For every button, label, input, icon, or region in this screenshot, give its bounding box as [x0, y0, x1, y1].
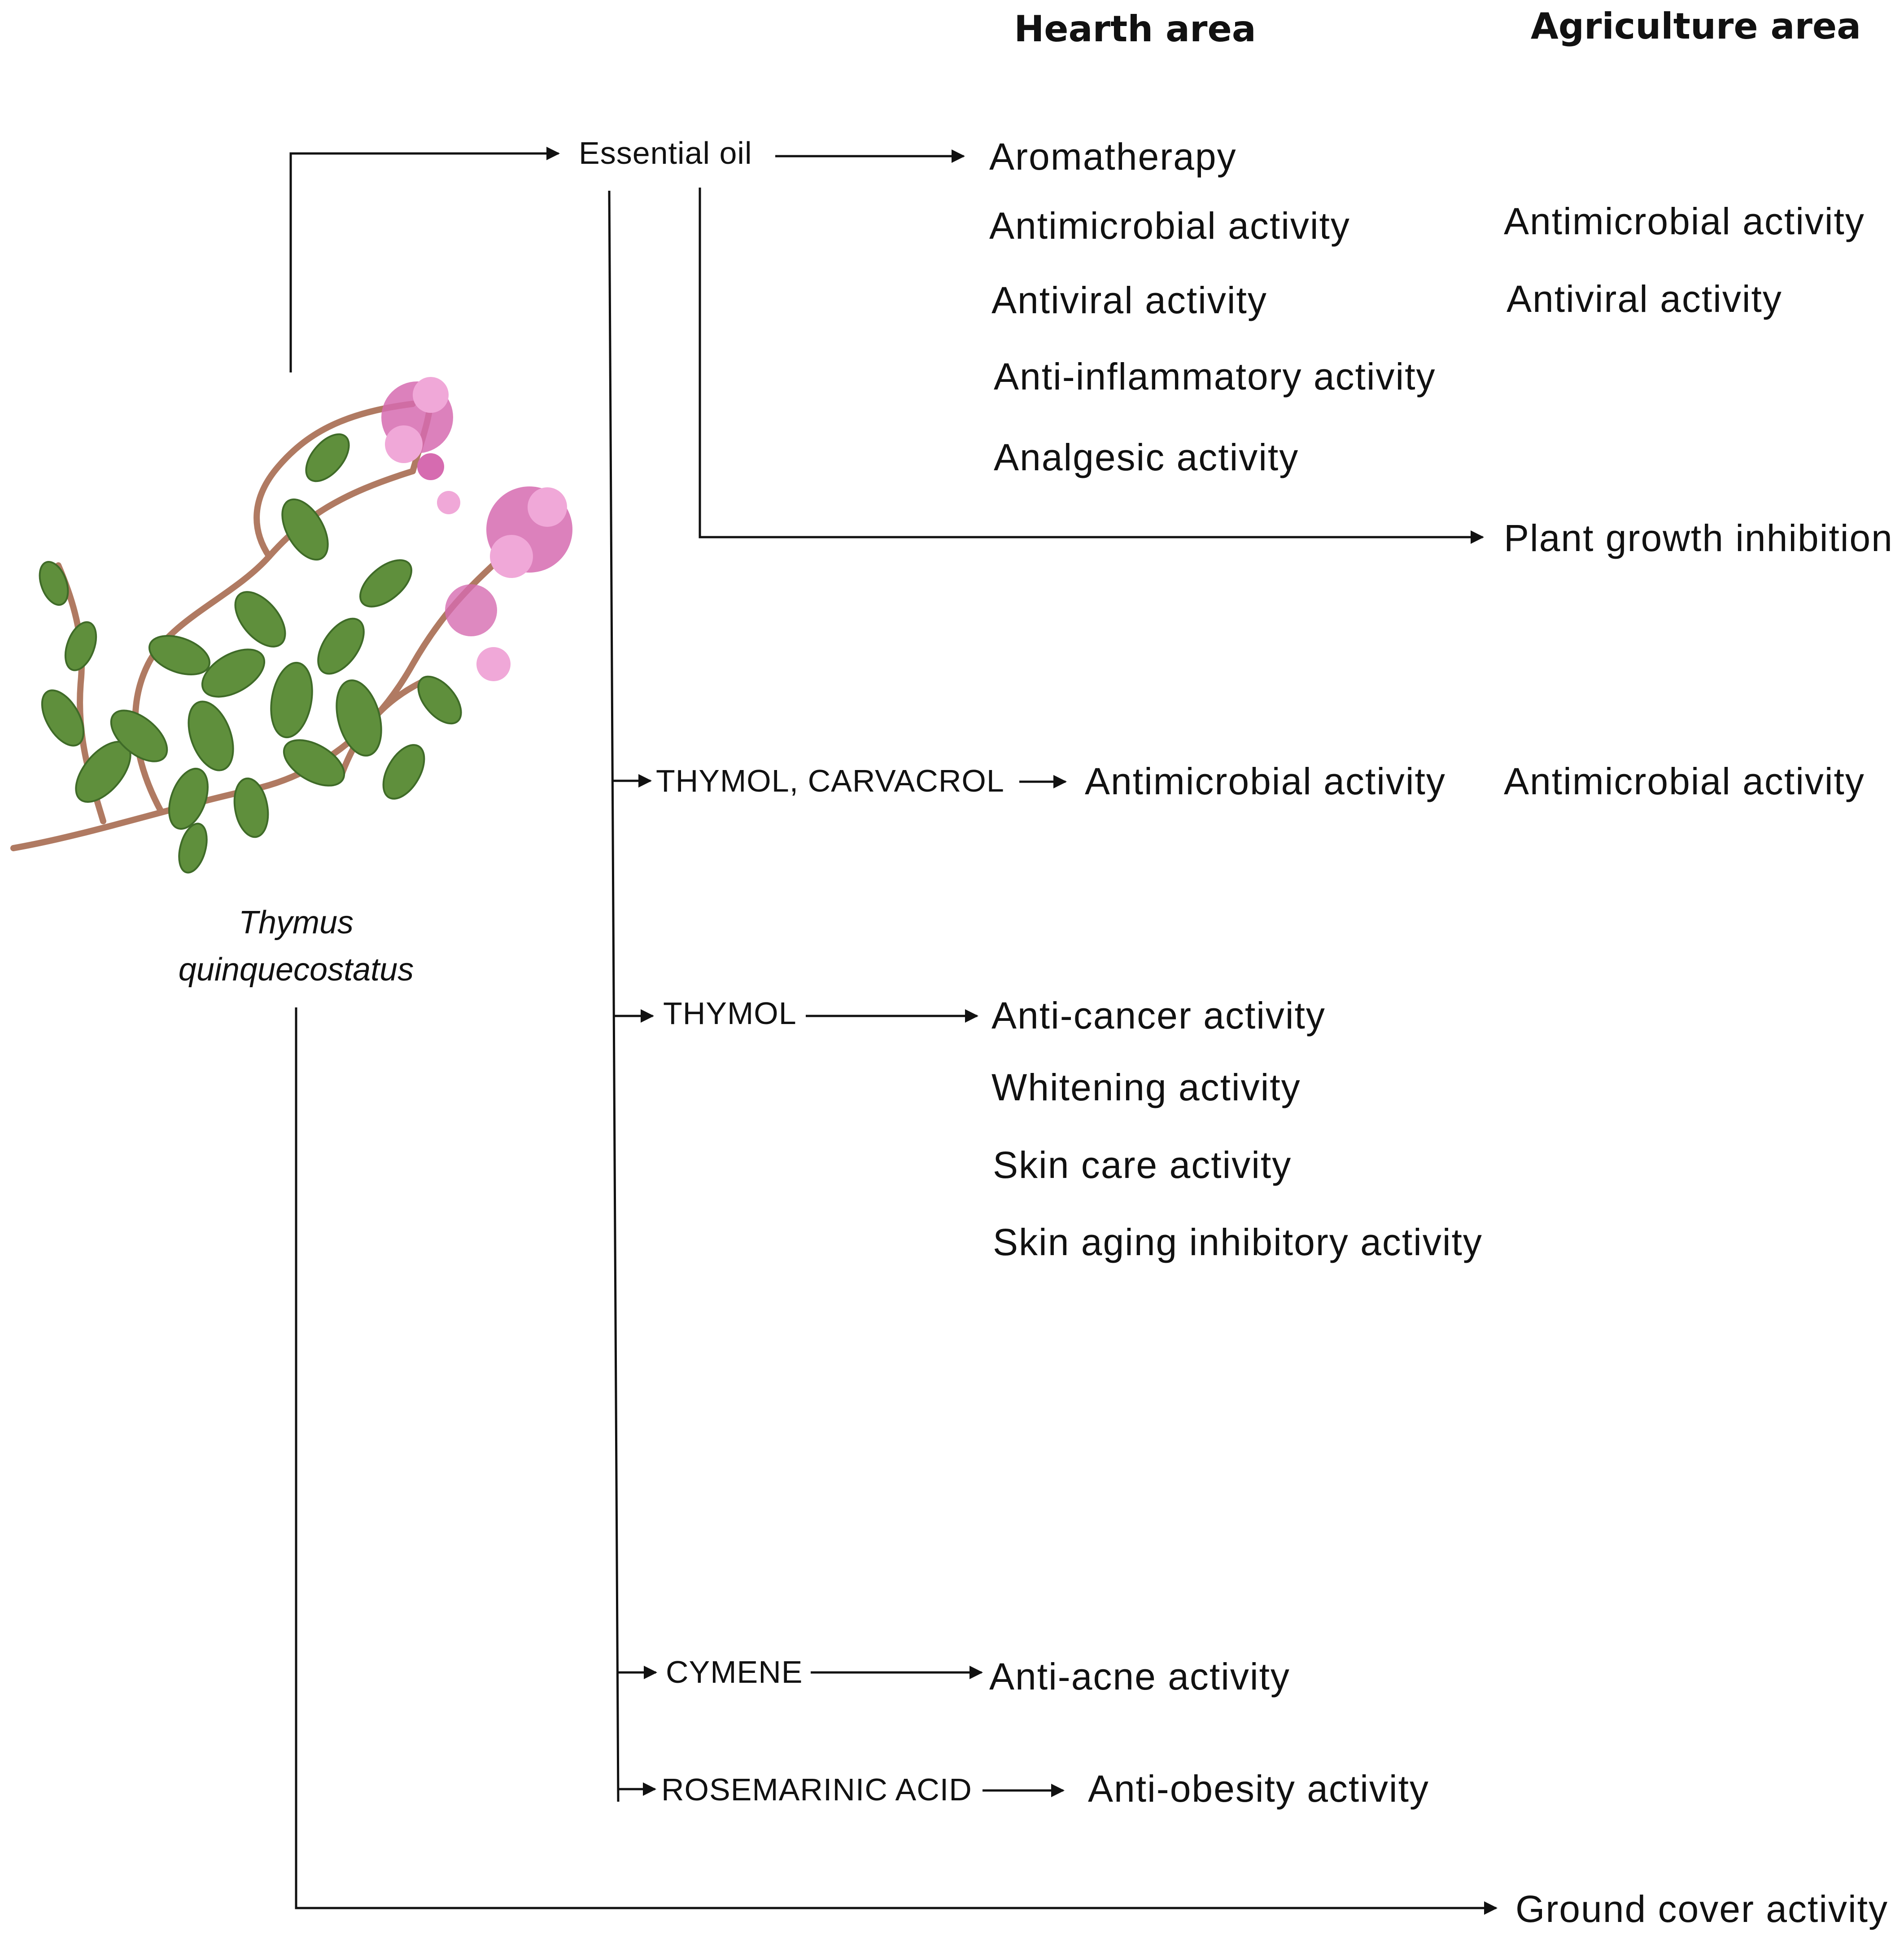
thymol-label: THYMOL — [663, 996, 797, 1031]
rosemarinic-acid-health: Anti-obesity activity — [1088, 1768, 1429, 1810]
essential-oil-health-5: Analgesic activity — [994, 436, 1299, 478]
thymol-carvacrol-health: Antimicrobial activity — [1085, 760, 1446, 802]
essential-oil-health-3: Antiviral activity — [991, 279, 1267, 321]
health-area-header: Hearth area — [1014, 8, 1256, 50]
essential-oil-trunk-line — [608, 190, 620, 1802]
ground-cover-activity: Ground cover activity — [1515, 1888, 1888, 1930]
arrow-essential-oil-to-plant-growth — [699, 188, 1484, 544]
essential-oil-health-2: Antimicrobial activity — [989, 205, 1350, 247]
arrow-plant-to-ground-cover — [295, 1007, 1498, 1915]
thymol-health-2: Whitening activity — [991, 1066, 1301, 1108]
essential-oil-agri-2: Antiviral activity — [1507, 278, 1782, 320]
thymol-health-3: Skin care activity — [993, 1144, 1292, 1186]
plant-flowers — [381, 377, 572, 681]
connector-lines — [289, 147, 1498, 1915]
cymene-label: CYMENE — [666, 1654, 803, 1690]
species-name-line2: quinquecostatus — [179, 952, 414, 988]
arrow-plant-to-essential-oil — [289, 147, 560, 372]
thyme-plant-illustration — [10, 377, 572, 874]
essential-oil-health-4: Anti-inflammatory activity — [994, 355, 1436, 398]
essential-oil-health-1: Aromatherapy — [989, 136, 1237, 178]
essential-oil-agri-3: Plant growth inhibition — [1504, 517, 1893, 559]
agriculture-area-header: Agriculture area — [1531, 5, 1861, 47]
essential-oil-agri-1: Antimicrobial activity — [1504, 200, 1865, 242]
plant-leaves — [39, 433, 462, 874]
species-name-line1: Thymus — [239, 905, 354, 941]
thymol-health-1: Anti-cancer activity — [991, 994, 1326, 1037]
essential-oil-label: Essential oil — [579, 136, 752, 171]
thymol-carvacrol-agri: Antimicrobial activity — [1504, 760, 1865, 802]
thymol-carvacrol-label: THYMOL, CARVACROL — [656, 763, 1004, 798]
cymene-health: Anti-acne activity — [989, 1655, 1290, 1698]
rosemarinic-acid-label: ROSEMARINIC ACID — [661, 1772, 972, 1807]
thymol-health-4: Skin aging inhibitory activity — [993, 1221, 1483, 1263]
